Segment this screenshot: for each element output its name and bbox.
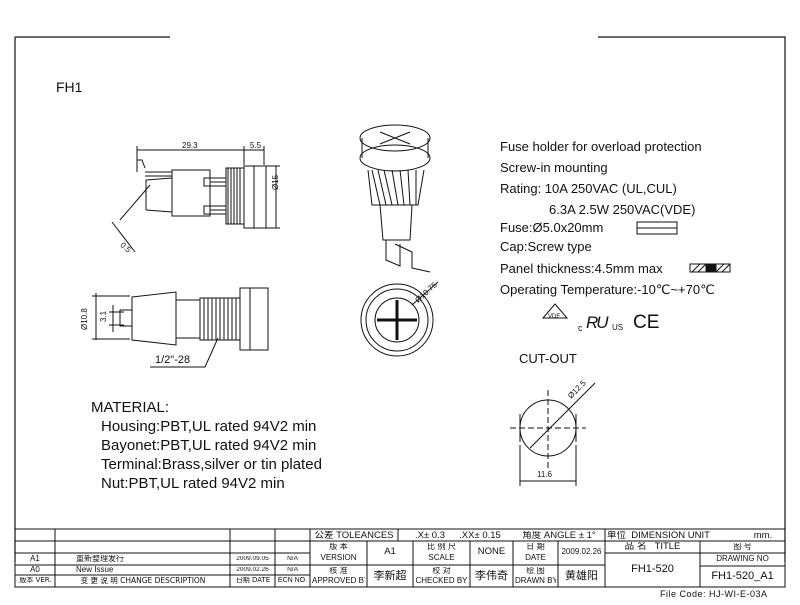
date-value: 2009.02.26	[561, 548, 602, 556]
date-en: DATE	[525, 554, 546, 562]
cutout-diagram	[510, 382, 596, 486]
spec-line-7: Panel thickness:4.5mm max	[500, 261, 663, 276]
header-change-description: 变 更 说 明 CHANGE DESCRIPTION	[80, 577, 206, 585]
dim-diameter: Ø15	[271, 174, 280, 190]
drawn-by-signature: 黄雄阳	[565, 570, 598, 582]
material-terminal: Terminal:Brass,silver or tin plated	[101, 456, 322, 473]
spec-line-3: Rating: 10A 250VAC (UL,CUL)	[500, 181, 677, 196]
drawn-en: DRAWN BY	[515, 577, 556, 585]
title-label: 品 名 TITLE	[624, 542, 681, 552]
material-title: MATERIAL:	[91, 399, 170, 416]
revision-desc: New Issue	[76, 566, 114, 574]
side-view-bottom	[92, 287, 269, 368]
revision-date: 2009.02.26	[236, 567, 269, 573]
dim-body-diameter: Ø10.8	[80, 308, 89, 330]
material-nut: Nut:PBT,UL rated 94V2 min	[101, 475, 285, 492]
drawing-no-value: FH1-520_A1	[711, 571, 774, 582]
spec-line-8: Operating Temperature:-10℃~+70℃	[500, 282, 715, 297]
revision-ecn: N/A	[287, 556, 298, 562]
approved-by-signature: 李新超	[373, 570, 407, 582]
vde-mark	[541, 303, 569, 319]
spec-line-6: Cap:Screw type	[500, 239, 592, 254]
revision-ver: A0	[30, 566, 40, 574]
dim-cutout-flat: 11.6	[537, 470, 552, 479]
dim-thread-length: 5.5	[250, 141, 262, 150]
dimension-unit-value: mm.	[753, 531, 773, 541]
approved-cn: 核 准	[329, 567, 348, 575]
version-en: VERSION	[320, 554, 357, 562]
spec-line-1: Fuse holder for overload protection	[500, 139, 702, 154]
ul-mark: RU	[586, 313, 609, 332]
tolerance-x: .X± 0.3	[414, 531, 446, 541]
scale-value: NONE	[477, 547, 506, 557]
scale-en: SCALE	[428, 554, 455, 562]
dim-thread: 1/2"-28	[155, 354, 191, 366]
tolerances-label: 公差 TOLEANCES	[314, 531, 394, 541]
vde-mark-label: VDE	[548, 314, 561, 320]
ul-us-mark: US	[612, 323, 624, 332]
dimension-unit-label: 单位 DIMENSION UNIT	[607, 531, 710, 541]
cap-front-view	[360, 281, 439, 357]
scale-cn: 比 例 尺	[426, 543, 457, 551]
approved-en: APPROVED BY	[312, 577, 365, 585]
header-ecn: ECN NO.	[277, 577, 308, 584]
version-value: A1	[384, 547, 396, 557]
ul-c-mark: c	[578, 323, 583, 333]
dim-length: 29.3	[182, 141, 198, 150]
material-bayonet: Bayonet:PBT,UL rated 94V2 min	[101, 437, 317, 454]
angle-tolerance: 角度 ANGLE ± 1°	[522, 531, 596, 541]
revision-ecn: N/A	[287, 567, 298, 573]
title-value: FH1-520	[631, 564, 674, 575]
checked-en: CHECKED BY	[415, 577, 468, 585]
cutout-label: CUT-OUT	[519, 351, 577, 366]
revision-date: 2009.09.05	[236, 556, 269, 562]
side-view-top	[111, 146, 280, 253]
title-block-grid	[14, 528, 786, 588]
ce-mark: CE	[633, 312, 660, 333]
checked-by-signature: 李伟奇	[475, 570, 508, 582]
revision-desc: 重新整理发行	[76, 555, 124, 563]
date-cn: 日 期	[526, 543, 545, 551]
spec-line-5: Fuse:Ø5.0x20mm	[500, 220, 604, 235]
header-version: 版本 VER.	[19, 577, 52, 584]
version-cn: 版 本	[329, 543, 348, 551]
drawn-cn: 绘 图	[526, 567, 545, 575]
file-code: File Code: HJ-WI-E-03A	[660, 589, 768, 599]
spec-line-4: 6.3A 2.5W 250VAC(VDE)	[549, 202, 696, 217]
isometric-view	[359, 124, 431, 273]
checked-cn: 校 对	[432, 567, 451, 575]
material-housing: Housing:PBT,UL rated 94V2 min	[101, 418, 317, 435]
drawing-no-en: DRAWING NO	[716, 555, 769, 563]
tolerance-xx: .XX± 0.15	[459, 531, 501, 541]
header-date: 日期 DATE	[235, 577, 271, 584]
dim-terminal: 3.1	[99, 310, 108, 322]
revision-ver: A1	[30, 555, 40, 563]
part-label: FH1	[56, 79, 83, 95]
drawing-no-cn: 图 号	[733, 543, 752, 551]
spec-line-2: Screw-in mounting	[500, 160, 608, 175]
